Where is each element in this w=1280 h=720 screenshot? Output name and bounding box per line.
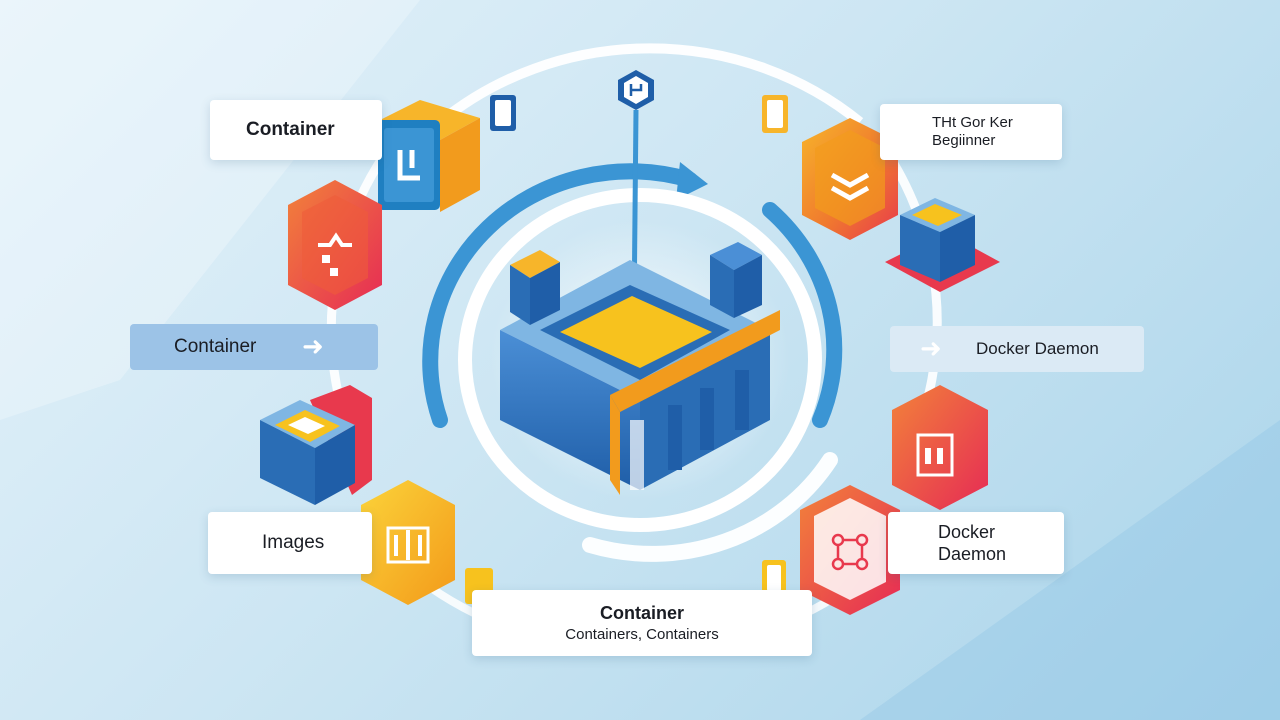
central-container-icon xyxy=(500,242,780,495)
label-title: Container xyxy=(599,603,684,623)
label-line-2: Daemon xyxy=(938,544,1007,564)
hex-icon-bottom-left xyxy=(361,480,455,605)
pill-label: Docker Daemon xyxy=(976,339,1099,358)
title-line-1: THt Gor Ker xyxy=(932,114,1013,131)
hex-icon-bottom-right xyxy=(800,485,900,615)
hex-icon-right xyxy=(892,385,988,510)
label-text: Images xyxy=(262,532,325,553)
label-text: Container xyxy=(246,119,335,140)
ring-arrow-head xyxy=(676,162,708,200)
label-container-top-left: Container xyxy=(210,100,382,160)
blue-box-icon-left-lower xyxy=(260,385,372,505)
label-images: Images xyxy=(208,512,372,574)
hex-icon-left-upper xyxy=(288,180,382,310)
title-line-2: Begiinner xyxy=(932,132,996,149)
label-subtitle: Containers, Containers xyxy=(565,626,719,643)
blue-box-icon-top-left xyxy=(378,100,480,212)
right-arrow-icon: ➜ xyxy=(920,334,942,364)
blue-box-icon-right xyxy=(885,198,1000,292)
pill-label: Container xyxy=(174,336,257,357)
right-arrow-icon: ➜ xyxy=(302,332,324,362)
label-title-top-right: THt Gor Ker Begiinner xyxy=(880,104,1062,160)
label-docker-daemon-bottom-right: Docker Daemon xyxy=(888,512,1064,574)
label-line-1: Docker xyxy=(938,522,996,542)
label-container-bottom: Container Containers, Containers xyxy=(472,590,812,656)
hex-icon-top-right xyxy=(802,118,898,240)
pill-docker-daemon-right: ➜ Docker Daemon xyxy=(890,326,1144,372)
pill-container-left: Container ➜ xyxy=(130,324,378,370)
